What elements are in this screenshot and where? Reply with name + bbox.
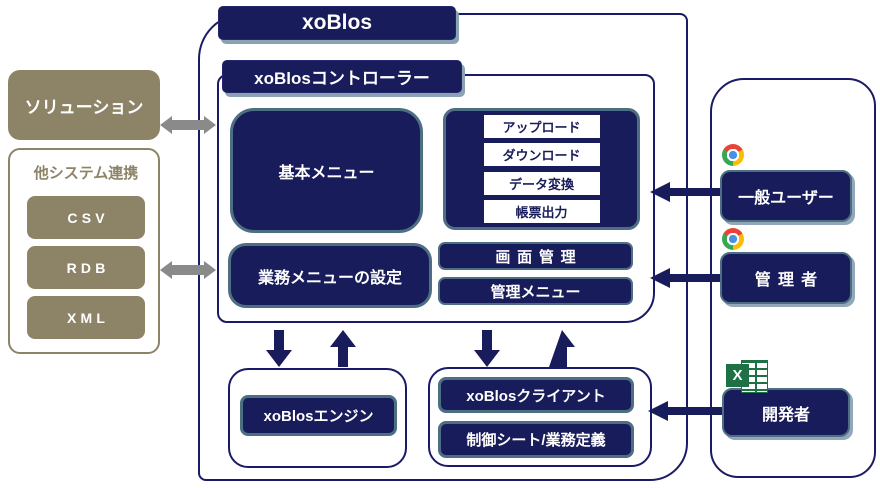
business-menu-settings-box: 業務メニューの設定 bbox=[228, 243, 432, 308]
excel-spreadsheet-icon: X bbox=[726, 360, 768, 393]
client-up-arrow bbox=[549, 330, 575, 367]
report-output-item: 帳票出力 bbox=[481, 198, 602, 226]
general-user-arrow bbox=[650, 182, 720, 202]
administrator-box: 管理者 bbox=[720, 252, 852, 304]
download-item: ダウンロード bbox=[481, 141, 602, 169]
rdb-box: RDB bbox=[27, 246, 145, 289]
chrome-browser-icon bbox=[722, 228, 744, 250]
control-sheet-box: 制御シート/業務定義 bbox=[438, 421, 634, 458]
administrator-arrow bbox=[650, 268, 720, 288]
engine-box: xoBlosエンジン bbox=[240, 395, 397, 436]
function-group-box: アップロード ダウンロード データ変換 帳票出力 bbox=[443, 108, 640, 230]
solution-sync-arrow bbox=[160, 116, 216, 134]
csv-box: CSV bbox=[27, 196, 145, 239]
data-sync-arrow bbox=[160, 261, 216, 279]
upload-item: アップロード bbox=[481, 112, 602, 140]
basic-menu-box: 基本メニュー bbox=[230, 108, 423, 233]
xoblos-title: xoBlos bbox=[218, 6, 456, 40]
developer-arrow bbox=[648, 401, 722, 421]
engine-down-arrow bbox=[266, 330, 292, 367]
excel-x-letter: X bbox=[726, 364, 749, 387]
data-conversion-item: データ変換 bbox=[481, 169, 602, 197]
controller-title: xoBlosコントローラー bbox=[222, 60, 462, 93]
other-systems-container: 他システム連携 CSV RDB XML bbox=[8, 148, 160, 354]
admin-menu-box: 管理メニュー bbox=[438, 277, 633, 305]
other-systems-title: 他システム連携 bbox=[33, 164, 139, 182]
general-user-box: 一般ユーザー bbox=[720, 170, 852, 222]
solution-box: ソリューション bbox=[8, 70, 160, 140]
developer-box: 開発者 bbox=[722, 388, 850, 437]
client-down-arrow bbox=[474, 330, 500, 367]
screen-management-box: 画面管理 bbox=[438, 242, 633, 270]
client-box: xoBlosクライアント bbox=[438, 377, 634, 413]
engine-up-arrow bbox=[330, 330, 356, 367]
chrome-browser-icon bbox=[722, 144, 744, 166]
xml-box: XML bbox=[27, 296, 145, 339]
